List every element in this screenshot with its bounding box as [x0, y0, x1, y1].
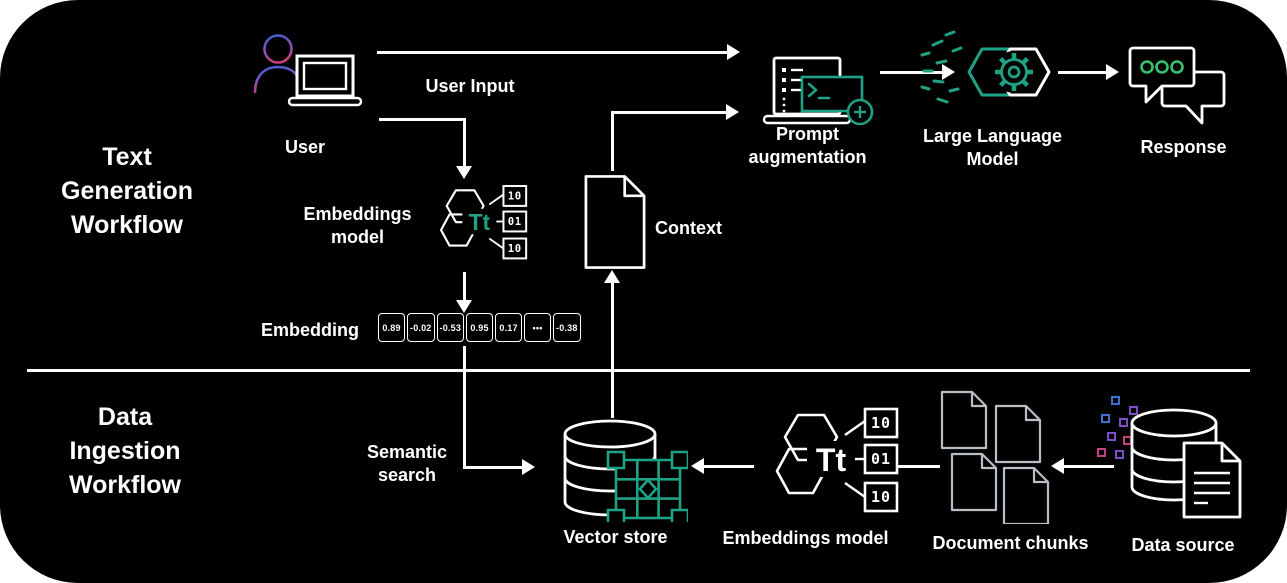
bit-box: 10: [871, 414, 891, 432]
connector-chunks-to-embeddings: [894, 465, 940, 468]
label-line: Embeddings: [303, 204, 412, 224]
embeddings-model-icon: Tt 10 01 10: [439, 185, 528, 260]
connector-user-to-embeddings-h: [379, 118, 466, 121]
data-source-icon: [1097, 396, 1242, 519]
arrowhead: [726, 104, 739, 120]
label-line: Large Language: [922, 126, 1063, 146]
embeddings-model-bottom-icon: Tt 10 01 10: [775, 407, 899, 513]
arrowhead: [456, 300, 472, 313]
arrowhead: [942, 64, 955, 80]
title-line: Data: [97, 403, 153, 431]
bit-box: 10: [508, 242, 522, 255]
embedding-value-cell: -0.53: [436, 313, 465, 342]
text-generation-workflow-title: Text Generation Workflow: [27, 140, 227, 242]
document-chunks-label: Document chunks: [932, 533, 1089, 553]
title-line: Ingestion: [69, 437, 181, 465]
label-line: search: [377, 465, 437, 485]
connector-user-to-prompt: [377, 51, 729, 54]
connector-context-to-prompt-v: [611, 111, 614, 171]
user-input-label: User Input: [425, 76, 515, 96]
bit-box: 01: [508, 215, 522, 228]
data-source-label: Data source: [1131, 535, 1235, 555]
title-line: Text: [102, 143, 152, 171]
embedding-value-cell: 0.95: [466, 313, 494, 342]
embedding-value-cell: 0.17: [495, 313, 523, 342]
connector-prompt-to-llm: [880, 71, 944, 74]
embedding-value-cell: -0.02: [407, 313, 435, 342]
prompt-augmentation-label: Prompt augmentation: [730, 123, 885, 169]
label-line: model: [330, 227, 384, 247]
arrowhead: [691, 458, 704, 474]
vector-store-icon: [563, 419, 688, 522]
connector-context-to-prompt-h: [611, 111, 728, 114]
label-line: Model: [966, 149, 1019, 169]
semantic-search-label: Semantic search: [352, 441, 462, 487]
workflow-divider-line: [27, 369, 1250, 372]
bit-box: 10: [508, 190, 522, 203]
title-line: Workflow: [68, 471, 182, 499]
connector-datasource-to-chunks: [1064, 465, 1114, 468]
response-icon: [1128, 46, 1226, 125]
arrowhead: [522, 459, 535, 475]
label-line: Semantic: [366, 442, 448, 462]
user-icon: [253, 34, 363, 107]
title-line: Workflow: [70, 211, 184, 239]
label-line: Prompt: [776, 124, 839, 144]
context-document-icon: [584, 175, 646, 269]
large-language-model-icon: [920, 30, 1051, 104]
embedding-value-cell: -0.38: [553, 313, 581, 342]
connector-embedding-to-vectorstore-h: [463, 466, 524, 469]
arrowhead: [1106, 64, 1119, 80]
embeddings-model-top-label: Embeddings model: [285, 203, 430, 249]
connector-vectorstore-to-context: [611, 283, 614, 418]
arrowhead: [727, 44, 740, 60]
connector-embedding-to-vectorstore-v: [463, 346, 466, 468]
document-chunks-icon: [940, 390, 1050, 524]
tt-monogram: Tt: [816, 442, 847, 478]
context-label: Context: [655, 218, 722, 238]
arrowhead: [456, 166, 472, 179]
bit-box: 01: [871, 450, 891, 468]
connector-user-to-embeddings-v: [463, 118, 466, 166]
arrowhead: [604, 270, 620, 283]
prompt-augmentation-icon: [762, 56, 874, 126]
data-ingestion-workflow-title: Data Ingestion Workflow: [25, 400, 225, 502]
label-line: augmentation: [748, 147, 867, 167]
embedding-value-cell: 0.89: [378, 313, 405, 342]
connector-embeddings-to-embedding: [463, 272, 466, 302]
embedding-vector: 0.89 -0.02 -0.53 0.95 0.17 ••• -0.38: [378, 313, 581, 342]
connector-llm-to-response: [1058, 71, 1108, 74]
embedding-ellipsis-cell: •••: [524, 313, 552, 342]
title-line: Generation: [61, 177, 193, 205]
vector-store-label: Vector store: [563, 527, 668, 547]
tt-monogram: Tt: [469, 209, 491, 235]
bit-box: 10: [871, 488, 891, 506]
large-language-model-label: Large Language Model: [910, 125, 1075, 171]
user-label: User: [284, 137, 326, 157]
embeddings-model-bottom-label: Embeddings model: [722, 528, 889, 548]
embedding-label: Embedding: [261, 320, 359, 340]
response-label: Response: [1140, 137, 1227, 157]
connector-embeddings-to-vectorstore: [704, 465, 754, 468]
arrowhead: [1051, 458, 1064, 474]
